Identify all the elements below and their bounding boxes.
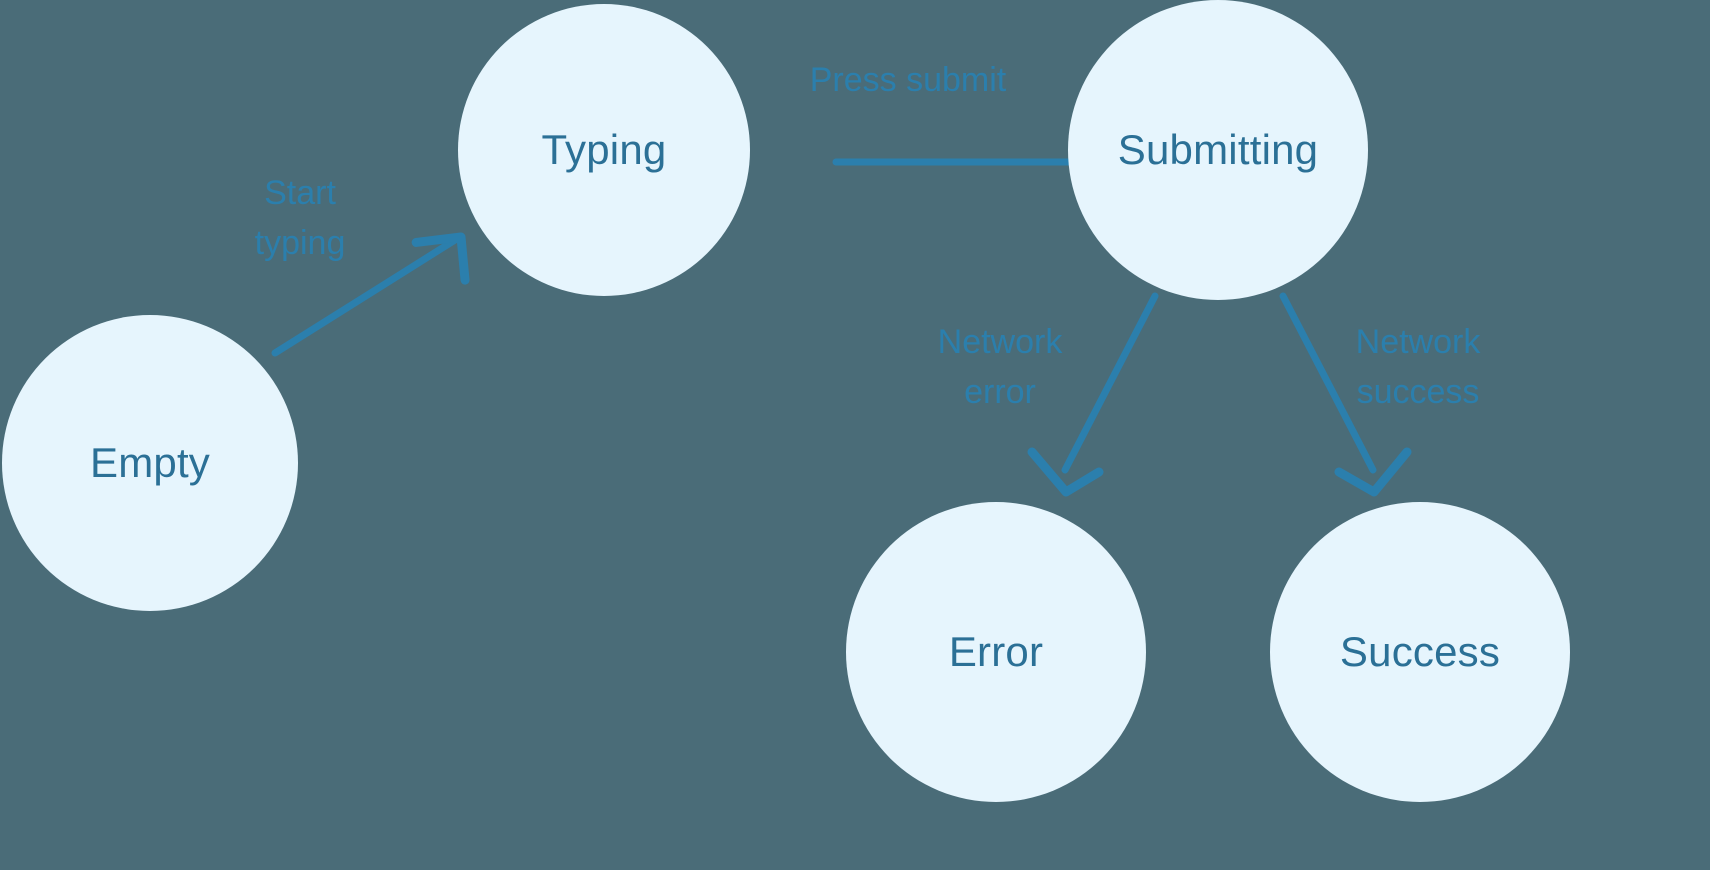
edge-submitting-to-error: [1027, 292, 1159, 497]
state-node-submitting[interactable]: Submitting: [1068, 0, 1368, 300]
state-node-error-label: Error: [948, 628, 1044, 675]
edge-label-network-error: Network error: [937, 323, 1063, 411]
state-node-typing-label: Typing: [541, 126, 667, 173]
state-node-typing[interactable]: Typing: [458, 4, 750, 296]
state-node-empty-label: Empty: [89, 439, 211, 486]
state-node-empty[interactable]: Empty: [2, 315, 298, 611]
edge-label-network-success: Network success: [1355, 323, 1481, 411]
state-node-success-label: Success: [1339, 628, 1501, 675]
edge-label-start-typing: Start typing: [254, 174, 346, 262]
edge-label-press-submit: Press submit: [809, 61, 1007, 99]
state-node-success[interactable]: Success: [1270, 502, 1570, 802]
state-node-error[interactable]: Error: [846, 502, 1146, 802]
edge-submitting-to-success: [1279, 292, 1412, 497]
state-node-submitting-label: Submitting: [1117, 126, 1319, 173]
edge-empty-to-typing: [271, 232, 470, 357]
